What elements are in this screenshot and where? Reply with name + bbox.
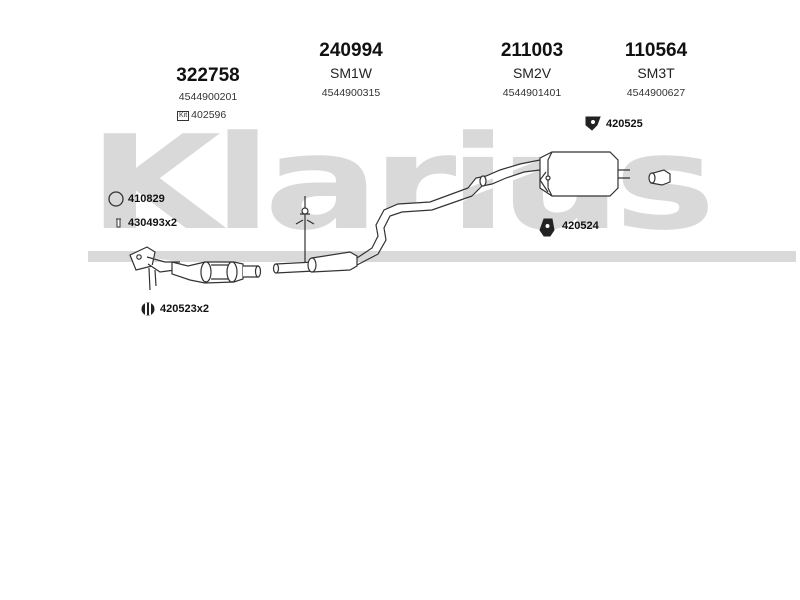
accessory-420524-label: 420524 xyxy=(562,220,599,232)
rear-silencer-sm2v xyxy=(467,151,630,197)
tailpipe-trim-sm3t xyxy=(648,169,671,186)
mid-silencer-sm1w xyxy=(272,187,473,274)
part-number: 211003 xyxy=(500,40,564,61)
accessory-410829-label: 410829 xyxy=(128,193,165,205)
part-322758: 322758 4544900201 xyxy=(163,65,253,104)
part-110564: 110564 SM3T 4544900627 xyxy=(611,40,701,100)
part-240994: 240994 SM1W 4544900315 xyxy=(306,40,396,100)
bolt-icon xyxy=(116,218,121,228)
oem-number: 4544900201 xyxy=(178,91,238,103)
front-flange xyxy=(129,246,180,291)
kit-icon: Kit xyxy=(177,111,190,121)
part-code: SM3T xyxy=(637,65,675,81)
rubber-mount-icon xyxy=(141,302,155,316)
rubber-hanger-icon-420524 xyxy=(539,218,555,237)
watermark: Klarius xyxy=(88,107,796,262)
part-211003: 211003 SM2V 4544901401 xyxy=(487,40,577,100)
kit-number: 402596 xyxy=(191,109,227,121)
watermark-underline xyxy=(88,251,796,262)
gasket-ring-icon xyxy=(108,191,124,207)
oem-number: 4544900315 xyxy=(321,87,381,99)
oem-number: 4544901401 xyxy=(502,87,562,99)
part-number: 110564 xyxy=(624,40,688,61)
accessory-420523-label: 420523x2 xyxy=(160,303,209,315)
part-code: SM2V xyxy=(512,65,552,81)
oem-number: 4544900627 xyxy=(626,87,686,99)
part-number: 322758 xyxy=(176,65,240,86)
part-number: 240994 xyxy=(319,40,383,61)
rubber-hanger-icon-420525 xyxy=(585,116,601,131)
accessory-420525-label: 420525 xyxy=(606,118,643,130)
part-code: SM1W xyxy=(330,65,372,81)
accessory-430493-label: 430493x2 xyxy=(128,217,177,229)
catalytic-converter xyxy=(171,261,262,284)
